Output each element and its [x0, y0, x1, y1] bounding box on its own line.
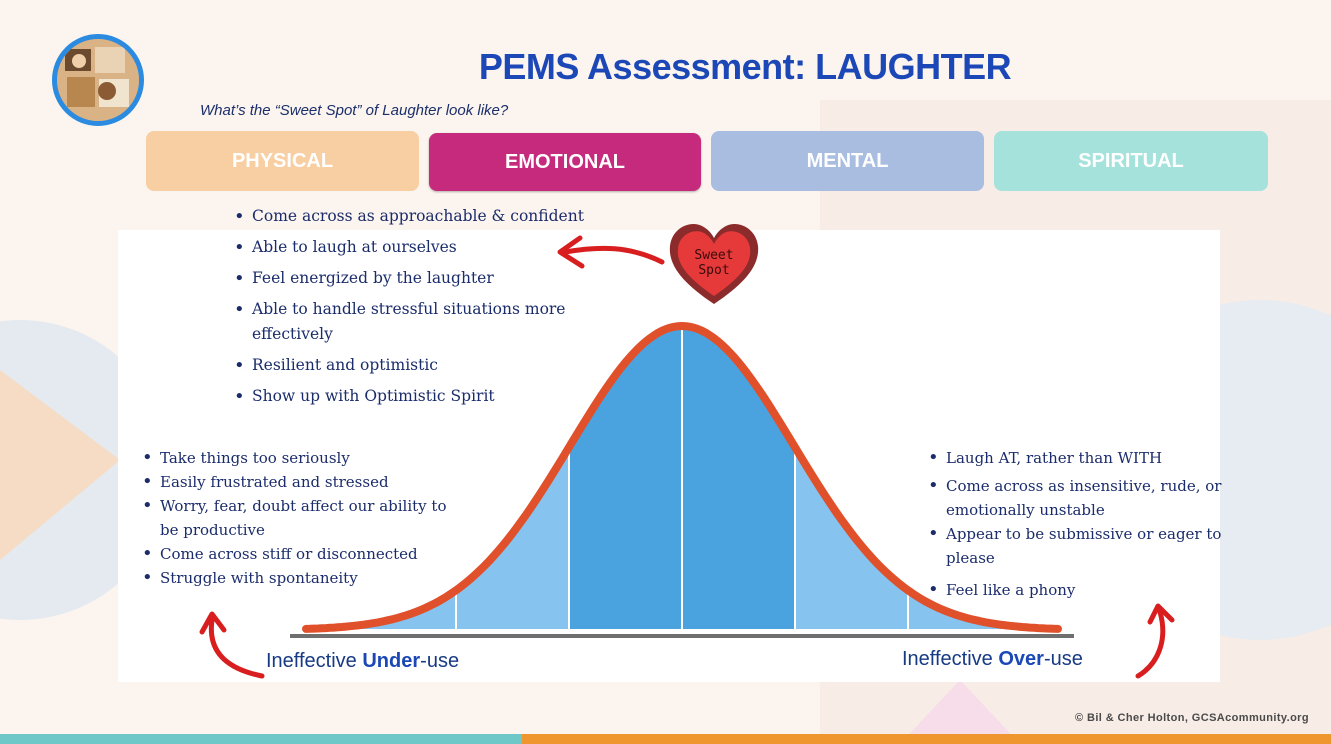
list-item: Come across stiff or disconnected — [138, 542, 468, 566]
list-item: Struggle with spontaneity — [138, 566, 468, 590]
over-use-bullets: Laugh AT, rather than WITH Come across a… — [924, 446, 1244, 602]
list-item: Easily frustrated and stressed — [138, 470, 468, 494]
page-title: PEMS Assessment: LAUGHTER — [478, 46, 1012, 87]
list-item: Feel like a phony — [924, 578, 1244, 602]
tab-mental[interactable]: MENTAL — [711, 131, 984, 191]
tab-spiritual[interactable]: SPIRITUAL — [994, 131, 1268, 191]
list-item: Laugh AT, rather than WITH — [924, 446, 1244, 470]
sweet-spot-bullets: Come across as approachable & confident … — [230, 204, 590, 409]
bg-triangle-left — [0, 370, 120, 560]
bottom-bar-teal — [0, 734, 522, 744]
over-use-bold: Over — [998, 648, 1044, 670]
over-use-suffix: -use — [1043, 648, 1083, 670]
list-item: Feel energized by the laughter — [230, 266, 590, 291]
under-use-prefix: Ineffective — [266, 650, 363, 672]
tab-physical[interactable]: PHYSICAL — [146, 131, 419, 191]
over-use-label: Ineffective Over-use — [902, 648, 1083, 671]
pems-tabs: PHYSICAL EMOTIONAL MENTAL SPIRITUAL — [146, 131, 1268, 193]
list-item: Come across as insensitive, rude, or emo… — [924, 474, 1244, 522]
logo-collage-icon — [57, 39, 139, 121]
over-use-prefix: Ineffective — [902, 648, 999, 670]
list-item: Able to laugh at ourselves — [230, 235, 590, 260]
list-item: Worry, fear, doubt affect our ability to… — [138, 494, 468, 542]
tab-emotional[interactable]: EMOTIONAL — [429, 133, 701, 191]
sweet-spot-heart-icon — [669, 224, 759, 304]
under-use-bold: Under — [362, 650, 421, 672]
over-use-arrowhead — [1147, 603, 1175, 625]
bg-triangle-bottom — [900, 680, 1020, 744]
list-item: Appear to be submissive or eager to plea… — [924, 522, 1244, 570]
page-subtitle: What’s the “Sweet Spot” of Laughter look… — [200, 102, 509, 119]
sweet-spot-line2: Spot — [698, 263, 730, 278]
bottom-bar-orange — [522, 734, 1331, 744]
list-item: Resilient and optimistic — [230, 353, 590, 378]
list-item: Take things too seriously — [138, 446, 468, 470]
list-item: Come across as approachable & confident — [230, 204, 590, 229]
copyright: © Bil & Cher Holton, GCSAcommunity.org — [1075, 712, 1309, 724]
under-use-label: Ineffective Under-use — [266, 650, 459, 673]
bell-curve-line — [302, 321, 1062, 633]
over-use-arrow — [1135, 609, 1166, 679]
under-use-suffix: -use — [420, 650, 460, 672]
sweet-spot-label: Sweet Spot — [686, 248, 742, 278]
gcsa-logo — [52, 34, 144, 126]
list-item: Show up with Optimistic Spirit — [230, 384, 590, 409]
list-item: Able to handle stressful situations more… — [230, 297, 590, 347]
sweet-spot-line1: Sweet — [694, 248, 734, 263]
under-use-arrowhead — [199, 611, 227, 635]
under-use-bullets: Take things too seriously Easily frustra… — [138, 446, 468, 590]
bell-segment — [681, 325, 796, 631]
under-use-arrow — [208, 617, 265, 679]
